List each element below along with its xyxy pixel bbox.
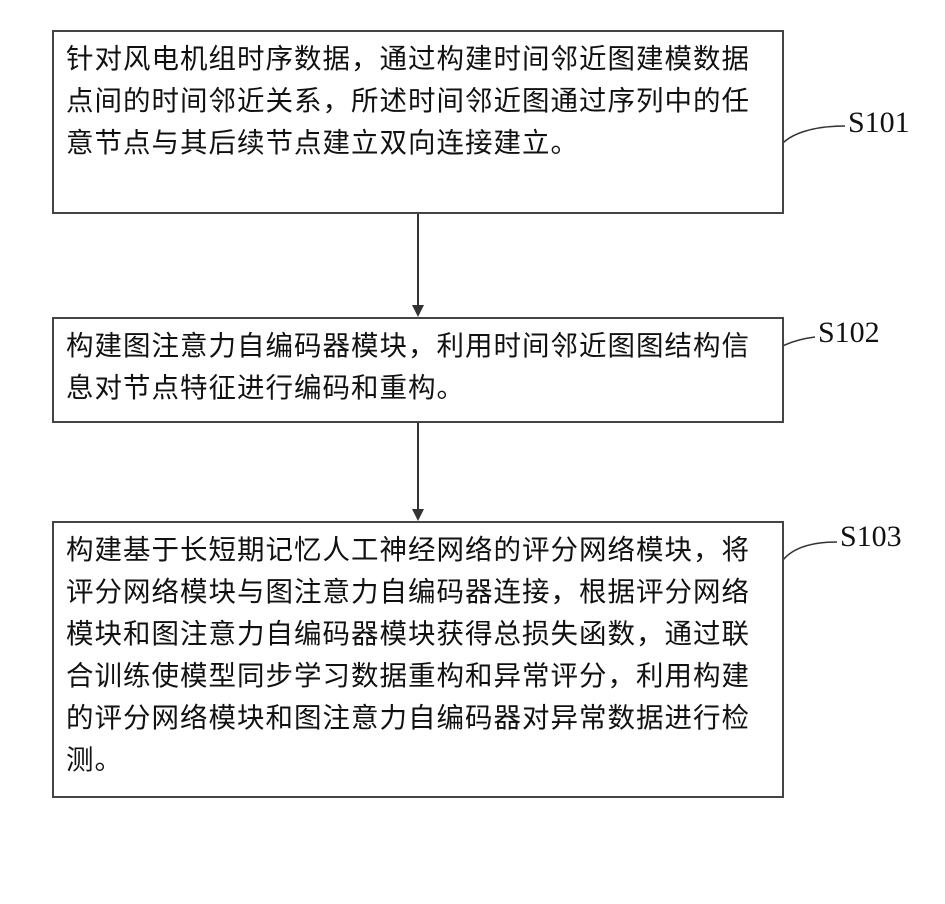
step-box-s103: 构建基于长短期记忆人工神经网络的评分网络模块，将评分网络模块与图注意力自编码器连… (52, 521, 784, 798)
step-text-s102: 构建图注意力自编码器模块，利用时间邻近图图结构信息对节点特征进行编码和重构。 (66, 330, 750, 404)
step-box-s101: 针对风电机组时序数据，通过构建时间邻近图建模数据点间的时间邻近关系，所述时间邻近… (52, 30, 784, 214)
step-text-s101: 针对风电机组时序数据，通过构建时间邻近图建模数据点间的时间邻近关系，所述时间邻近… (66, 43, 750, 159)
step-label-s101: S101 (848, 108, 910, 138)
step-label-s103: S103 (840, 522, 902, 552)
step-text-s103: 构建基于长短期记忆人工神经网络的评分网络模块，将评分网络模块与图注意力自编码器连… (66, 534, 750, 776)
step-label-s102: S102 (818, 318, 880, 348)
step-box-s102: 构建图注意力自编码器模块，利用时间邻近图图结构信息对节点特征进行编码和重构。 (52, 317, 784, 423)
